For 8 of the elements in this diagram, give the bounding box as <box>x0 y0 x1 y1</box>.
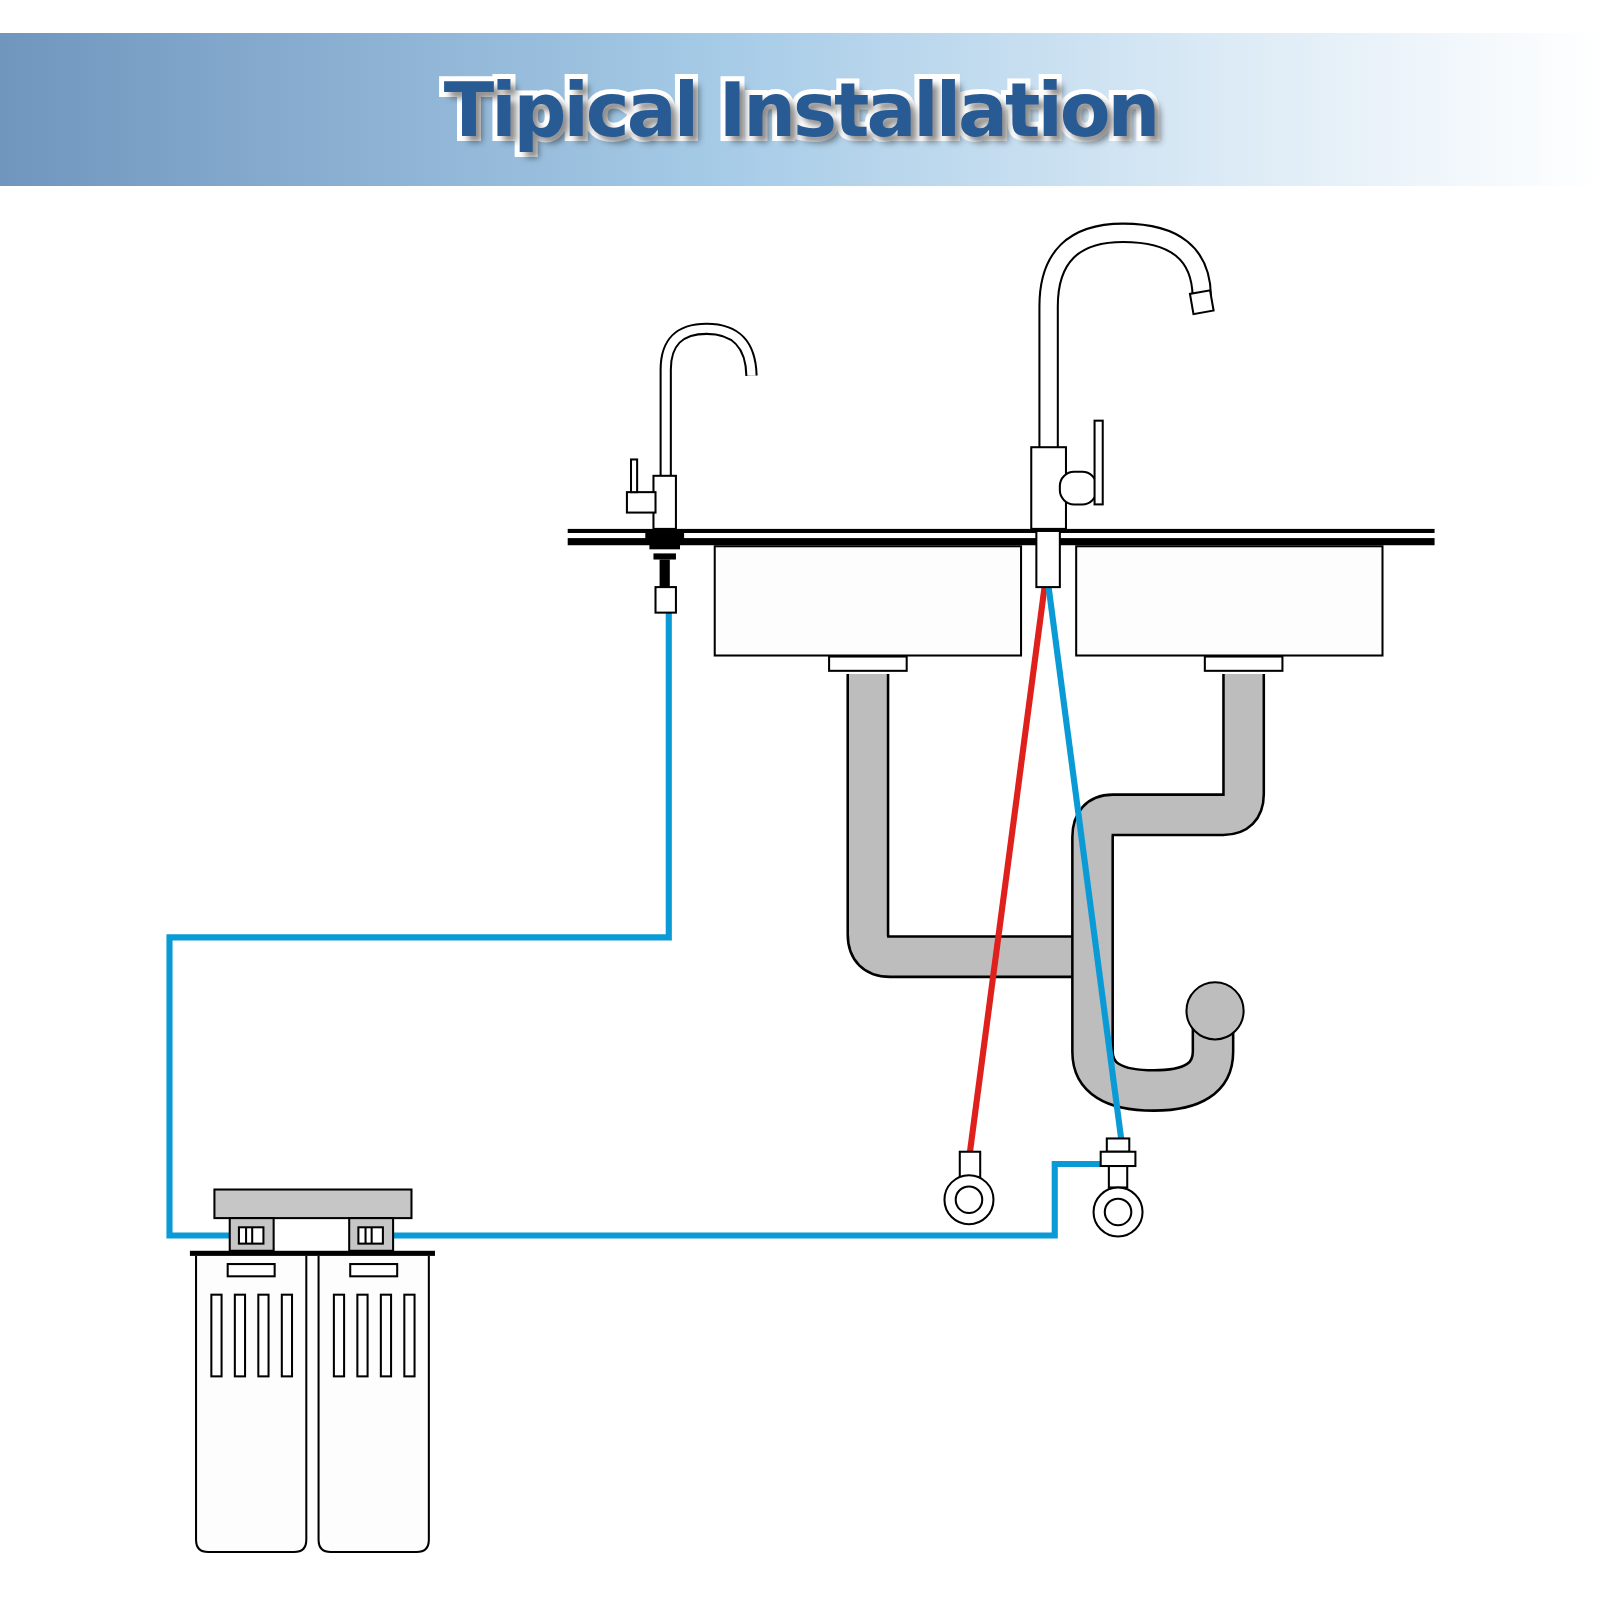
title: Tipical Installation <box>443 66 1158 153</box>
kitchen-faucet-drawing <box>1030 222 1215 589</box>
small-faucet-drawing <box>625 322 758 614</box>
water-hose <box>166 612 672 1239</box>
water-hose <box>393 1160 1103 1239</box>
angle-valve-drawing <box>943 1150 995 1226</box>
filter-housing-drawing <box>189 1188 435 1553</box>
angle-valve-drawing <box>1092 1137 1144 1238</box>
